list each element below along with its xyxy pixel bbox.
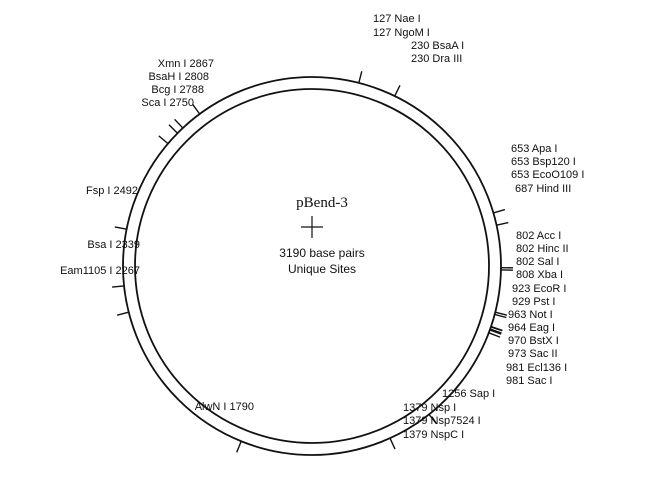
site-label: 653 Bsp120 I [511,156,576,168]
site-tick [389,437,396,450]
site-label: 981 Sac I [506,375,552,387]
site-tick [114,226,127,230]
site-tick [112,285,125,288]
site-label: 127 NgoM I [373,27,430,39]
site-label: 802 Sal I [516,256,559,268]
site-label: 127 Nae I [373,13,421,25]
site-label: 929 Pst I [512,296,555,308]
site-tick [116,311,129,316]
site-tick [494,313,507,319]
site-label: 1256 Sap I [442,388,495,400]
site-label: 653 EcoO109 I [511,169,584,181]
site-label: Xmn I 2867 [158,58,214,70]
site-tick [488,332,501,338]
site-label: 687 Hind III [515,183,571,195]
site-label: Bsa I 2339 [87,239,140,251]
site-tick [174,118,184,129]
site-label: 802 Acc I [516,230,561,242]
site-tick [394,84,401,97]
site-tick [489,328,502,334]
site-label: Sca I 2750 [141,97,194,109]
site-label: 981 Ecl136 I [506,362,567,374]
site-ticks [112,71,514,453]
site-label: 808 Xba I [516,269,563,281]
site-label: 1379 Nsp7524 I [403,415,481,427]
site-tick [236,440,242,453]
plasmid-size: 3190 base pairs [279,246,364,260]
site-label: 1379 NspC I [403,429,464,441]
site-tick [158,135,169,145]
site-label: 802 Hinc II [516,243,569,255]
site-label: AlwN I 1790 [195,401,254,413]
site-label: 1379 Nsp I [403,402,456,414]
unique-sites-label: Unique Sites [288,262,356,276]
site-label: Eam1105 I 2267 [60,265,140,277]
site-label: 923 EcoR I [512,283,566,295]
site-label: Fsp I 2492 [86,185,138,197]
inner-ring [134,88,490,444]
site-label: BsaH I 2808 [148,71,209,83]
site-label: 964 Eag I [508,322,555,334]
site-labels: 127 Nae I 127 NgoM I 230 BsaA I 230 Dra … [60,13,584,441]
site-tick [192,103,201,115]
site-tick [358,71,363,84]
site-tick [168,124,178,134]
site-tick [428,413,438,425]
site-label: 963 Not I [508,309,553,321]
plasmid-name: pBend-3 [296,195,348,211]
site-tick [496,221,509,226]
site-tick [490,326,503,332]
outer-ring [122,76,502,456]
site-label: 230 BsaA I [411,40,464,52]
site-label: 653 Apa I [511,143,558,155]
site-label: 970 BstX I [508,335,559,347]
site-tick [495,311,508,316]
site-label: 230 Dra III [411,53,462,65]
site-tick [493,208,506,214]
site-label: 973 Sac II [508,348,558,360]
site-label: Bcg I 2788 [151,84,204,96]
site-tick [489,329,502,335]
